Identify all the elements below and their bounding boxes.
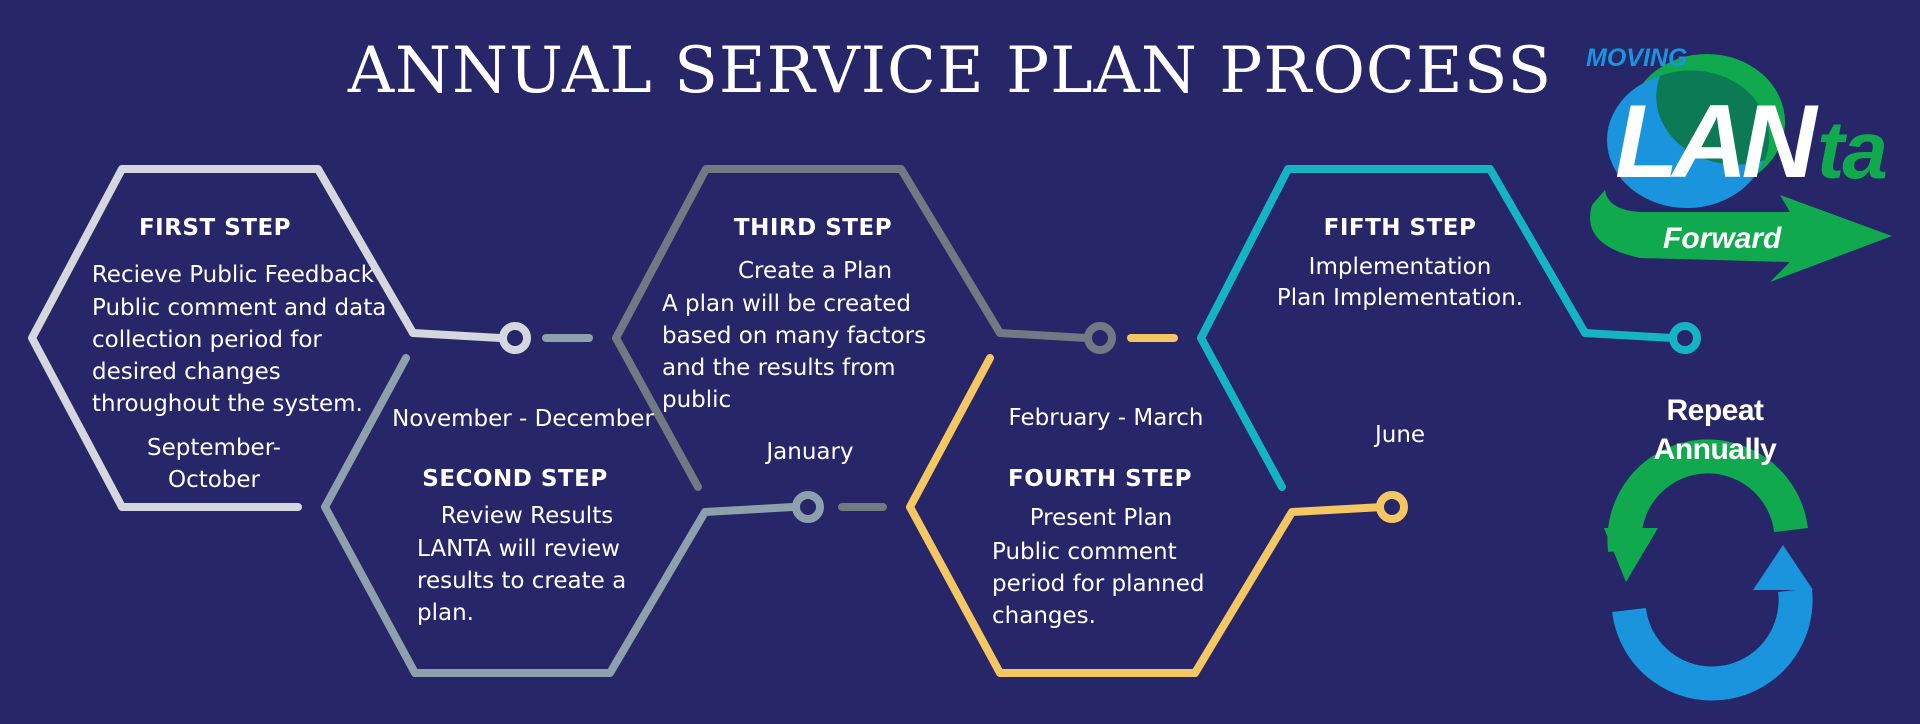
step-4-subtitle: Present Plan [1029, 505, 1173, 531]
step-2-date: November - December [392, 406, 654, 432]
step-2-subtitle: Review Results [440, 503, 614, 529]
logo-forward-arrow [1590, 190, 1892, 282]
page-title: ANNUAL SERVICE PLAN PROCESS [347, 34, 1553, 108]
step-2-hexagon [321, 354, 797, 677]
step-1-subtitle: Recieve Public Feedback [91, 262, 375, 288]
step-5-node [1669, 322, 1701, 354]
logo-forward-text: Forward [1663, 222, 1782, 255]
step-1-hexagon [28, 165, 504, 511]
step-3-date: January [766, 439, 854, 465]
step-1-node [499, 322, 531, 354]
step-5-hexagon [1197, 165, 1676, 491]
step-4-body: Public comment period for planned change… [992, 539, 1205, 629]
step-1-title: FIRST STEP [138, 215, 292, 241]
logo-lan-text: LAN [1615, 84, 1817, 200]
step-5-subtitle: Implementation [1308, 254, 1492, 280]
step-1-date: September- October [147, 435, 281, 493]
repeat-label-line1: Repeat [1666, 394, 1764, 427]
step-5-date: June [1374, 422, 1426, 448]
step-1-body: Public comment and data collection perio… [92, 295, 387, 417]
step-2-title: SECOND STEP [422, 466, 608, 492]
step-2-node [792, 491, 824, 523]
step-3-subtitle: Create a Plan [737, 258, 893, 284]
logo-graphic [1590, 54, 1892, 282]
step-3-title: THIRD STEP [733, 215, 893, 241]
step-5-body: Plan Implementation. [1276, 285, 1524, 311]
step-3-body: A plan will be created based on many fac… [662, 291, 927, 413]
step-4-date: February - March [1008, 405, 1204, 431]
step-4-node [1376, 491, 1408, 523]
repeat-label-line2: Annually [1653, 433, 1777, 466]
logo-ta-text: ta [1817, 105, 1888, 196]
step-5-title: FIFTH STEP [1323, 215, 1477, 241]
step-4-hexagon [906, 354, 1387, 677]
step-4-title: FOURTH STEP [1008, 466, 1192, 492]
logo-moving-text: MOVING [1586, 44, 1688, 72]
logo-overlap [1656, 70, 1770, 165]
repeat-cycle-icon [1604, 439, 1813, 701]
step-3-node [1084, 322, 1116, 354]
step-3-hexagon [612, 165, 1090, 491]
step-2-body: LANTA will review results to create a pl… [417, 536, 627, 626]
